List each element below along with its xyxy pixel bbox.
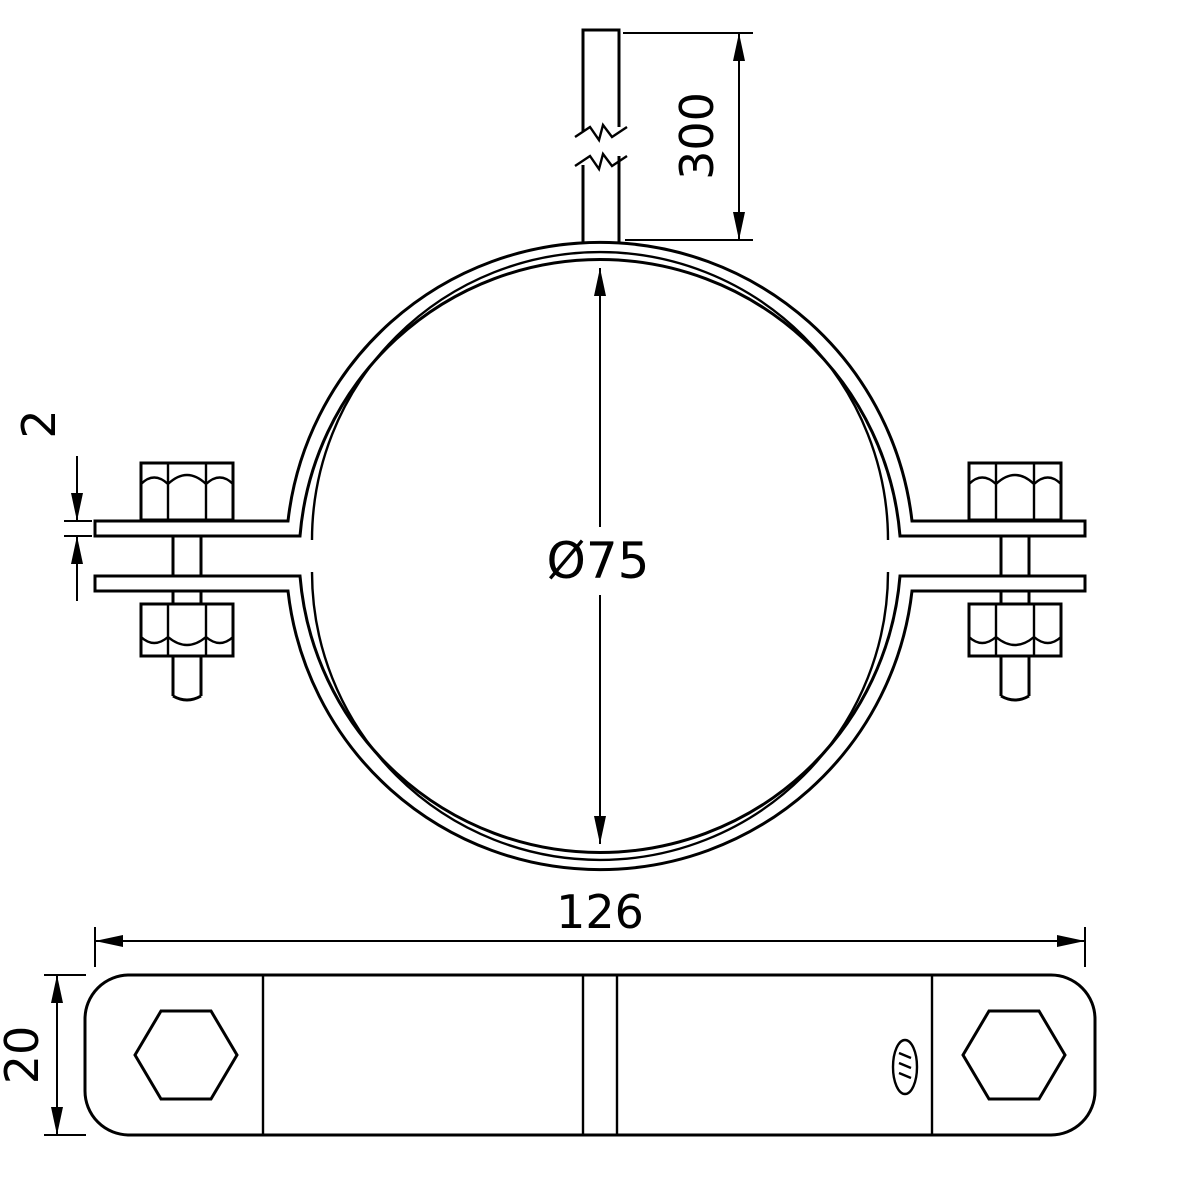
logo-oval [891,1038,919,1096]
dimension-inner-diameter: Ø75 [547,268,650,844]
hanger-rod [574,28,628,243]
clamp-band-lower [93,571,1087,872]
strap-section-lines [261,975,934,1135]
liner-lower-arc [310,571,890,862]
dim-label-300: 300 [670,92,724,180]
hex-bolt-head-right [961,1009,1067,1101]
arrowhead-up [71,536,83,564]
extension-lines [94,927,1086,967]
dimension-flange-thickness: 2 [12,409,92,601]
extension-lines [44,974,86,1136]
dim-label-126: 126 [556,885,644,939]
liner-upper-arc [310,250,890,541]
extension-lines [64,520,92,537]
dimension-band-height: 20 [0,974,86,1136]
arrowhead-down [594,816,606,844]
upper-shell-outline [93,240,1087,538]
arrowhead-down [51,1107,63,1135]
lower-nut-right [967,602,1063,658]
dim-label-20: 20 [0,1026,49,1085]
arrowhead-left [95,935,123,947]
stud-end-right [999,656,1031,702]
upper-nut-right-facets [968,463,1062,520]
bolt-assembly-left [139,461,235,702]
clamp-band-upper [93,240,1087,541]
brand-logo-stamp [891,1038,919,1096]
lower-shell-outline [93,574,1087,872]
break-symbol [574,122,628,172]
arrowhead-down [71,493,83,521]
logo-marks [898,1051,912,1080]
dim-label-diameter: Ø75 [547,532,650,590]
arrowhead-up [594,268,606,296]
upper-nut-left-facets [140,463,234,520]
arrowhead-up [51,975,63,1003]
bolt-shank-right [999,536,1031,604]
upper-nut-left [139,461,235,522]
arrowhead-up [733,33,745,61]
lower-nut-left [139,602,235,658]
dimension-overall-width: 126 [94,885,1086,967]
rod-outline [581,28,621,243]
dim-label-2: 2 [12,409,66,438]
arrowhead-right [1057,935,1085,947]
strap-bottom-view [83,973,1097,1137]
hex-bolt-head-left [133,1009,239,1101]
extension-lines [623,32,753,241]
strap-outline [83,973,1097,1137]
arrowhead-down [733,212,745,240]
lower-nut-left-facets [140,604,234,656]
lower-nut-right-facets [968,604,1062,656]
dimension-rod-length: 300 [623,32,753,241]
bolt-shank-left [171,536,203,604]
bolt-assembly-right [967,461,1063,702]
upper-nut-right [967,461,1063,522]
stud-end-left [171,656,203,702]
